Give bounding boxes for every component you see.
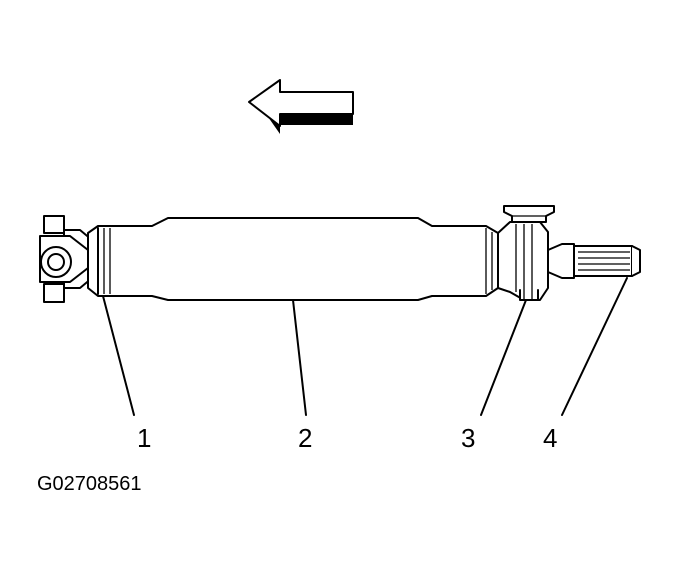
universal-joint-yoke <box>39 215 93 303</box>
driveshaft-tube <box>87 217 499 301</box>
callout-2: 2 <box>298 423 312 453</box>
callout-4: 4 <box>543 423 557 453</box>
leader-line-1 <box>102 295 135 416</box>
slip-yoke-seal <box>497 205 555 301</box>
leader-line-4 <box>561 277 628 416</box>
splined-shaft <box>547 243 641 279</box>
callout-1: 1 <box>137 423 151 453</box>
direction-arrow-icon <box>248 79 354 134</box>
leader-lines <box>102 277 628 416</box>
figure-id: G02708561 <box>37 473 142 495</box>
leader-line-2 <box>292 299 307 416</box>
leader-line-3 <box>480 299 527 416</box>
callout-3: 3 <box>461 423 475 453</box>
